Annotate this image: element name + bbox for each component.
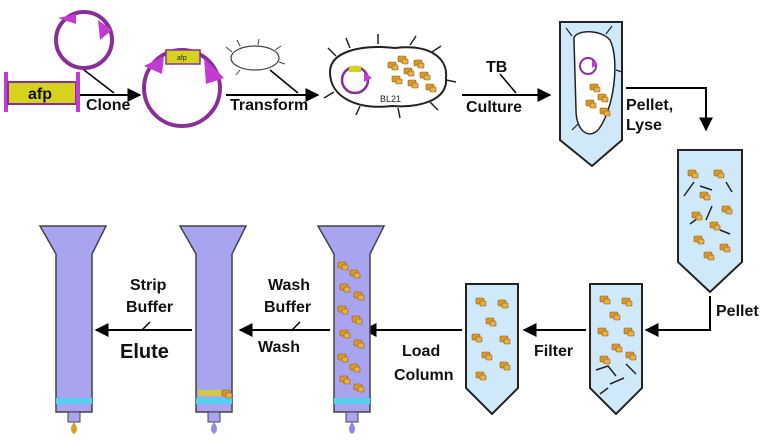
wash-buffer-label-1: Wash bbox=[268, 277, 310, 294]
column-label: Column bbox=[394, 367, 454, 384]
strip-buffer-label-1: Strip bbox=[130, 277, 167, 294]
loaded-column bbox=[316, 225, 386, 434]
wash-buffer-join-line bbox=[291, 321, 301, 331]
culture-label: Culture bbox=[466, 99, 522, 116]
bl21-cell: BL21 bbox=[323, 34, 457, 119]
pellet-lyse-label-2: Lyse bbox=[626, 117, 662, 134]
afp-label: afp bbox=[28, 86, 52, 103]
culture-tube bbox=[559, 21, 623, 168]
filter-label: Filter bbox=[534, 343, 573, 360]
load-label: Load bbox=[402, 343, 440, 360]
filtered-tube bbox=[465, 283, 519, 416]
bacterium-outline bbox=[225, 38, 286, 76]
unfiltered-tube bbox=[589, 283, 643, 416]
strip-buffer-label-2: Buffer bbox=[126, 299, 173, 316]
afp-insert-label: afp bbox=[177, 55, 187, 62]
elute-label: Elute bbox=[120, 341, 169, 363]
plasmid-join-line bbox=[269, 69, 299, 94]
tb-label: TB bbox=[486, 59, 507, 76]
pellet-arrow bbox=[644, 296, 711, 337]
eluted-column bbox=[38, 225, 108, 434]
wash-buffer-label-2: Buffer bbox=[264, 299, 311, 316]
strip-buffer-join-line bbox=[141, 321, 151, 331]
empty-vector-plasmid bbox=[54, 10, 114, 70]
wash-label: Wash bbox=[258, 339, 300, 356]
washed-column bbox=[178, 225, 248, 434]
vector-join-line bbox=[83, 69, 115, 94]
afp-gene: afp bbox=[4, 72, 80, 112]
bl21-label: BL21 bbox=[380, 94, 401, 104]
pellet-label: Pellet bbox=[716, 303, 759, 320]
pellet-lyse-label-1: Pellet, bbox=[626, 97, 673, 114]
transform-label: Transform bbox=[230, 97, 308, 114]
clone-label: Clone bbox=[86, 97, 131, 114]
lysate-tube bbox=[677, 149, 743, 294]
recombinant-plasmid: afp bbox=[142, 48, 224, 128]
pellet-lyse-arrow bbox=[626, 87, 713, 132]
tb-join-line bbox=[499, 73, 517, 94]
